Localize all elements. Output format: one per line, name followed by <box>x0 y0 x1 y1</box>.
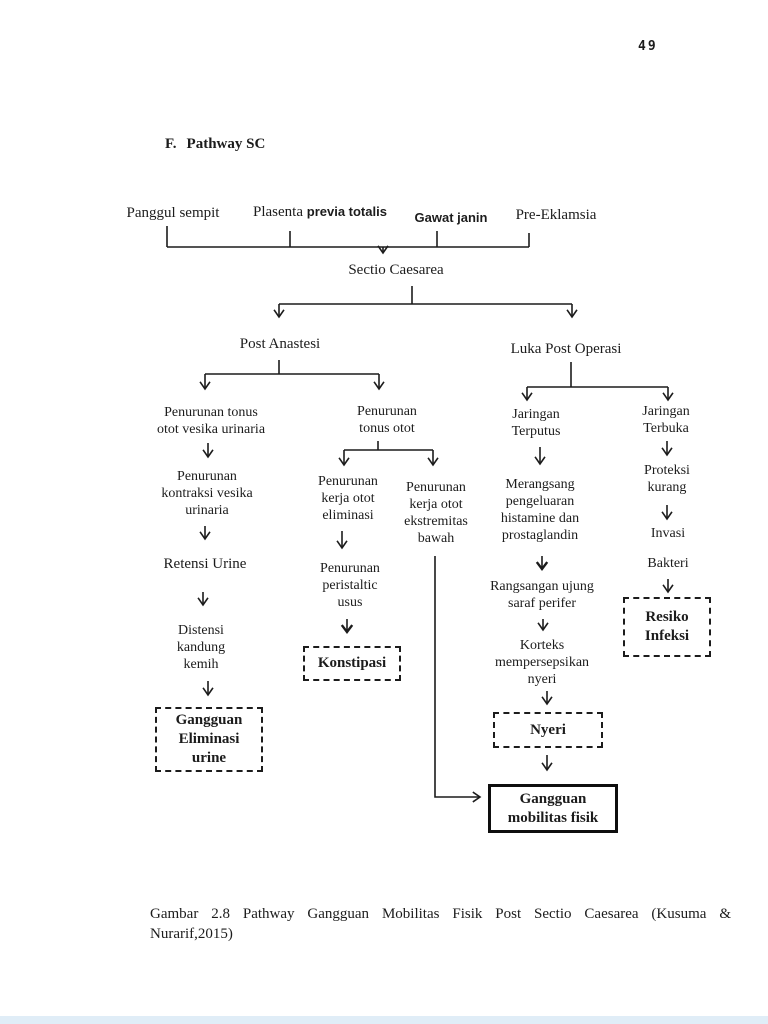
page-number: 49 <box>638 39 658 54</box>
heading-prefix: F. <box>165 136 177 152</box>
node-retensi-urine: Retensi Urine <box>163 556 247 572</box>
outcome-box-konstipasi: Konstipasi <box>303 646 401 681</box>
node-post-anastesi: Post Anastesi <box>239 336 321 352</box>
node-penurunan-kontraksi-vesika: Penurunan kontraksi vesika urinaria <box>161 469 253 518</box>
node-peristaltic-usus: Penurunan peristaltic usus <box>320 561 380 610</box>
outcome-box-nyeri: Nyeri <box>493 712 603 748</box>
node-proteksi-kurang: Proteksi kurang <box>644 463 690 495</box>
cause-pre-eklamsia: Pre-Eklamsia <box>515 207 597 223</box>
cause-previa-totalis-part: previa totalis <box>306 204 387 219</box>
node-merangsang-histamine: Merangsang pengeluaran histamine dan pro… <box>500 477 580 543</box>
node-sectio-caesarea: Sectio Caesarea <box>348 262 444 278</box>
node-penurunan-tonus-otot: Penurunan tonus otot <box>357 404 417 436</box>
cause-plasenta-previa-totalis: Plasenta previa totalis <box>253 204 387 221</box>
node-kerja-otot-eliminasi: Penurunan kerja otot eliminasi <box>318 474 378 523</box>
section-heading: F. Pathway SC <box>165 136 265 153</box>
figure-caption: Gambar 2.8 Pathway Gangguan Mobilitas Fi… <box>150 905 731 944</box>
node-bakteri: Bakteri <box>647 556 689 571</box>
node-korteks-nyeri: Korteks mempersepsikan nyeri <box>494 638 590 687</box>
node-penurunan-tonus-vesika: Penurunan tonus otot vesika urinaria <box>156 405 266 437</box>
node-jaringan-terbuka: Jaringan Terbuka <box>642 404 690 436</box>
node-distensi-kandung-kemih: Distensi kandung kemih <box>176 623 226 672</box>
cause-gawat-janin: Gawat janin <box>414 210 488 225</box>
node-luka-post-operasi: Luka Post Operasi <box>510 341 622 357</box>
node-jaringan-terputus: Jaringan Terputus <box>511 407 561 439</box>
node-invasi: Invasi <box>650 526 686 541</box>
node-rangsangan-saraf-perifer: Rangsangan ujung saraf perifer <box>490 579 594 611</box>
cause-plasenta-part: Plasenta <box>253 204 303 220</box>
outcome-box-resiko-infeksi: Resiko Infeksi <box>623 597 711 657</box>
heading-title: Pathway SC <box>186 136 266 152</box>
figure-caption-line2: Nurarif,2015) <box>150 925 233 942</box>
node-kerja-otot-ekstremitas-bawah: Penurunan kerja otot ekstremitas bawah <box>404 480 468 546</box>
cause-panggul-sempit: Panggul sempit <box>126 205 220 221</box>
figure-caption-line1: Gambar 2.8 Pathway Gangguan Mobilitas Fi… <box>150 906 731 922</box>
viewer-bottom-bar <box>0 1016 768 1024</box>
outcome-box-gangguan-mobilitas-fisik: Gangguan mobilitas fisik <box>488 784 618 833</box>
outcome-box-gangguan-eliminasi-urine: Gangguan Eliminasi urine <box>155 707 263 772</box>
